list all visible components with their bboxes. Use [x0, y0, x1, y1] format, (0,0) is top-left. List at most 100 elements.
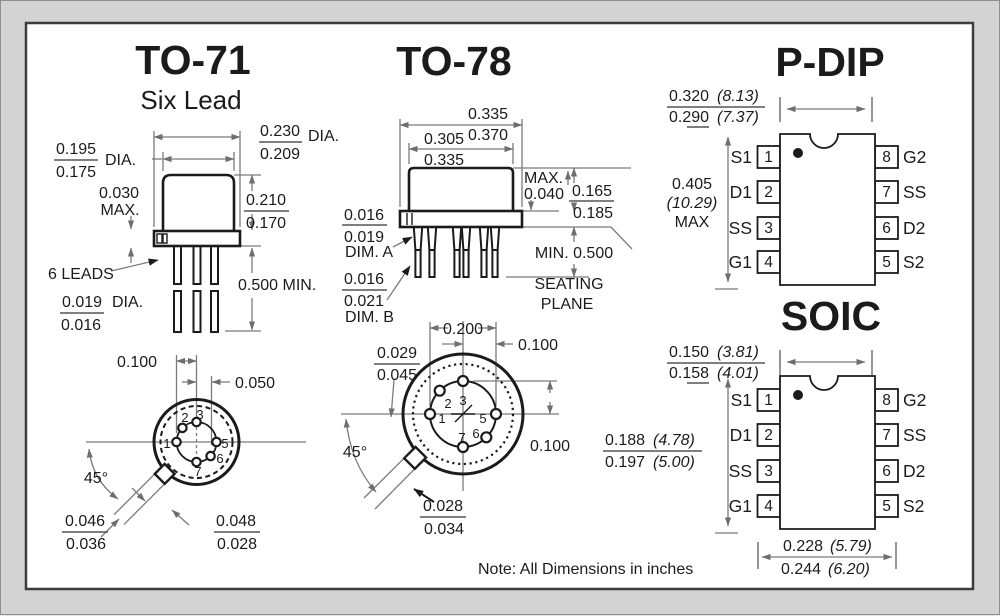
dim-label: 0.150	[669, 344, 709, 361]
to71-section: TO-71 Six Lead	[48, 37, 339, 553]
pdip-section: P-DIP 0.320 (8.13) 0.290 (7.37) 0.405 (1…	[667, 39, 926, 290]
dimensions-note: Note: All Dimensions in inches	[478, 561, 693, 578]
pin1-index-dot	[793, 390, 803, 400]
dim-label: DIM. B	[345, 309, 394, 326]
pin-number-label: 6	[472, 426, 479, 441]
pin-box-number: 8	[882, 392, 891, 409]
pin-number-label: 7	[194, 464, 201, 479]
dim-label: 0.040	[524, 186, 564, 203]
pin-box-number: 2	[764, 184, 773, 201]
pin-box-number: 4	[764, 254, 773, 271]
dim-label: (5.79)	[830, 538, 872, 555]
dim-label: (4.01)	[717, 365, 759, 382]
pin-number-label: 5	[479, 411, 486, 426]
pin-number-label: 5	[221, 436, 228, 451]
dim-label: MAX	[675, 214, 710, 231]
pin-box-number: 5	[882, 498, 891, 515]
dim-label: 0.028	[423, 498, 463, 515]
dim-label: 0.028	[217, 536, 257, 553]
to71-front-view	[152, 173, 242, 333]
soic-title: SOIC	[781, 293, 881, 339]
dim-label: 0.244	[781, 561, 821, 578]
dim-label: 0.500 MIN.	[238, 277, 316, 294]
pin-name-label: S1	[731, 147, 752, 167]
dim-label: 0.175	[56, 164, 96, 181]
pin-box-number: 5	[882, 254, 891, 271]
dim-label: 0.209	[260, 146, 300, 163]
pin-name-label: SS	[903, 425, 926, 445]
pin-number-label: 1	[438, 411, 445, 426]
to71-bottom-view	[152, 398, 241, 486]
to78-bottom-view	[401, 352, 525, 476]
dim-label: DIA.	[112, 294, 143, 311]
pin-name-label: SS	[729, 461, 752, 481]
dim-label: 0.016	[344, 207, 384, 224]
dim-label: (5.00)	[653, 454, 695, 471]
pin-name-label: S1	[731, 390, 752, 410]
dim-label: 0.170	[246, 215, 286, 232]
pin-box-number: 7	[882, 427, 891, 444]
dim-label: 0.029	[377, 345, 417, 362]
dim-label: 0.034	[424, 521, 464, 538]
dim-label: MIN. 0.500	[535, 245, 613, 262]
dim-label: 0.016	[344, 271, 384, 288]
dim-label: 0.195	[56, 141, 96, 158]
dim-label: 0.230	[260, 123, 300, 140]
soic-dimension-lines	[715, 350, 897, 569]
dim-label: MAX.	[524, 170, 563, 187]
dim-label: MAX.	[100, 202, 139, 219]
pdip-dimension-lines	[715, 97, 873, 290]
dim-label: 0.100	[530, 438, 570, 455]
pin-number-label: 6	[216, 451, 223, 466]
dim-label: 0.188	[605, 432, 645, 449]
pin-number-label: 2	[444, 396, 451, 411]
pin-name-label: S2	[903, 496, 924, 516]
pin-name-label: G1	[729, 252, 752, 272]
pin-box-number: 6	[882, 220, 891, 237]
dim-label: 0.335	[424, 152, 464, 169]
pdip-body	[756, 133, 899, 286]
dim-label: 45°	[343, 444, 367, 461]
dim-label: 0.320	[669, 88, 709, 105]
to71-front-dimension-lines	[110, 131, 261, 332]
pin-box-number: 1	[764, 149, 773, 166]
dim-label: 0.100	[117, 354, 157, 371]
dim-label: PLANE	[541, 296, 593, 313]
dim-label: 0.305	[424, 131, 464, 148]
pin-box-number: 2	[764, 427, 773, 444]
dim-label: 0.045	[377, 367, 417, 384]
dim-label: 0.228	[783, 538, 823, 555]
pin-box-number: 6	[882, 463, 891, 480]
dim-label: 45°	[84, 470, 108, 487]
dim-label: 0.290	[669, 109, 709, 126]
pin-name-label: G2	[903, 390, 926, 410]
dim-label: 6 LEADS	[48, 266, 114, 283]
pin-number-label: 3	[196, 407, 203, 422]
to71-title: TO-71	[135, 37, 250, 83]
dim-label: 0.016	[61, 317, 101, 334]
dim-label: 0.158	[669, 365, 709, 382]
dim-label: 0.370	[468, 127, 508, 144]
dim-label: (3.81)	[717, 344, 759, 361]
soic-body	[756, 375, 899, 530]
dim-label: (6.20)	[828, 561, 870, 578]
dim-label: DIM. A	[345, 244, 393, 261]
pin-number-label: 7	[458, 430, 465, 445]
pin-name-label: SS	[903, 182, 926, 202]
dim-label: (10.29)	[667, 195, 718, 212]
dim-label: 0.185	[573, 205, 613, 222]
dim-label: 0.048	[216, 513, 256, 530]
dim-label: 0.019	[62, 294, 102, 311]
pin-box-number: 1	[764, 392, 773, 409]
to78-front-view	[398, 166, 524, 278]
pin-box-number: 7	[882, 184, 891, 201]
dim-label: DIA.	[105, 152, 136, 169]
pin-box-number: 4	[764, 498, 773, 515]
pin-number-label: 2	[181, 410, 188, 425]
dim-label: 0.046	[65, 513, 105, 530]
pin-name-label: D1	[730, 182, 752, 202]
to71-index-tab	[153, 462, 177, 486]
pin-box-number: 8	[882, 149, 891, 166]
pin-number-label: 3	[459, 393, 466, 408]
